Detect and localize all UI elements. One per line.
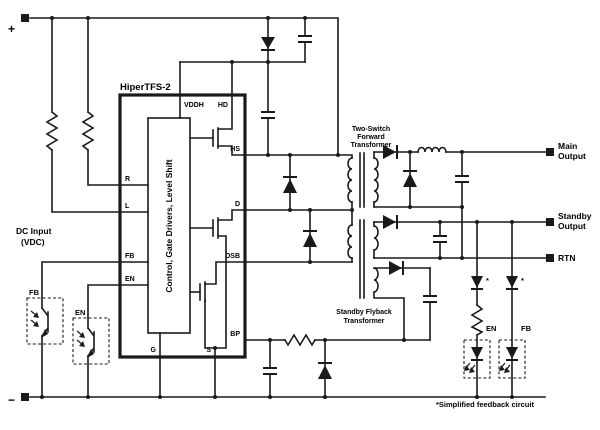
- forward-transformer-label-2: Forward: [357, 134, 385, 141]
- fb-feedback-branch: FB *: [498, 221, 532, 398]
- bp-capacitor: [263, 367, 277, 375]
- fb-zener-diode: [506, 276, 518, 288]
- pin-l: L: [125, 203, 130, 210]
- forward-transformer: Two-Switch Forward Transformer: [347, 126, 392, 226]
- core-lines: [359, 152, 365, 208]
- input-sense-resistors: [45, 17, 149, 213]
- standby-output-capacitor: [433, 235, 447, 243]
- pin-bp: BP: [230, 331, 240, 338]
- fb-branch-label: FB: [521, 324, 532, 333]
- fb-optocoupler-receiver: FB: [26, 261, 149, 398]
- light-arrow: [79, 341, 85, 347]
- pin-fb: FB: [125, 253, 134, 260]
- forward-transformer-label-3: Transformer: [351, 142, 392, 149]
- vddh-supply-network: [179, 17, 312, 156]
- core-lines: [359, 219, 365, 299]
- en-opto-label: EN: [75, 308, 85, 317]
- fb-led: [506, 347, 518, 359]
- clamp-diodes: [244, 154, 353, 263]
- standby-mosfet: [189, 261, 353, 349]
- bp-pin-network: [244, 333, 431, 398]
- pin-g: G: [151, 347, 157, 354]
- aux-rectifier-diode: [389, 261, 402, 275]
- minus-label: −: [8, 393, 15, 407]
- aux-bias-supply: [373, 261, 437, 341]
- en-branch-label: EN: [486, 324, 496, 333]
- junction-dots: [40, 16, 514, 399]
- en-zener-diode: [471, 276, 483, 288]
- light-arrow: [33, 321, 39, 327]
- freewheel-diode: [403, 173, 417, 187]
- bootstrap-capacitor: [261, 111, 275, 119]
- standby-output-label-1: Standby: [558, 211, 592, 221]
- fb-asterisk: *: [521, 276, 524, 285]
- light-arrow: [504, 367, 510, 373]
- pin-vddh: VDDH: [184, 102, 204, 109]
- pin-hd: HD: [218, 102, 228, 109]
- standby-output-stage: Standby Output RTN: [373, 211, 592, 263]
- en-asterisk: *: [486, 276, 489, 285]
- dc-input-label-1: DC Input: [16, 226, 52, 236]
- main-rectifier-diode: [383, 145, 396, 159]
- minus-terminal: [21, 393, 29, 401]
- standby-output-label-2: Output: [558, 221, 586, 231]
- footnote: *Simplified feedback circuit: [436, 400, 534, 409]
- dc-input-rails: + − DC Input (VDC): [8, 14, 546, 407]
- vddh-capacitor: [298, 35, 312, 43]
- en-led: [471, 347, 483, 359]
- hipertfs2-chip: HiperTFS-2 Control, Gate Drivers, Level …: [118, 82, 353, 398]
- light-arrow: [33, 312, 39, 318]
- control-block: [147, 117, 191, 334]
- fb-led-box: [498, 339, 526, 379]
- main-output-stage: Main Output: [373, 141, 586, 259]
- dc-input-label-2: (VDC): [21, 237, 45, 247]
- light-arrow: [79, 332, 85, 338]
- fb-opto-label: FB: [29, 288, 40, 297]
- en-resistor: [470, 303, 484, 337]
- pin-en: EN: [125, 276, 135, 283]
- bp-diode: [318, 365, 332, 379]
- light-arrow: [464, 365, 470, 371]
- light-arrow: [469, 367, 475, 373]
- forward-transformer-label-1: Two-Switch: [352, 126, 390, 133]
- flyback-transformer-label-2: Transformer: [344, 318, 385, 325]
- input-diode: [261, 37, 275, 49]
- pin-s: S: [206, 347, 211, 354]
- rtn-terminal: [546, 254, 554, 262]
- plus-label: +: [8, 22, 15, 36]
- standby-rectifier-diode: [383, 215, 396, 229]
- fb-opto-box: [26, 297, 64, 345]
- resistor: [81, 110, 95, 152]
- flyback-transformer: Standby Flyback Transformer: [336, 219, 405, 341]
- rtn-label: RTN: [558, 253, 575, 263]
- en-opto-box: [72, 317, 110, 365]
- plus-terminal: [21, 14, 29, 22]
- en-led-box: [463, 339, 491, 379]
- chip-outline: [118, 93, 247, 359]
- en-optocoupler-receiver: EN: [72, 284, 149, 398]
- en-feedback-branch: EN *: [463, 221, 496, 398]
- resistor: [45, 110, 59, 152]
- main-output-terminal: [546, 148, 554, 156]
- main-output-label-1: Main: [558, 141, 577, 151]
- main-output-label-2: Output: [558, 151, 586, 161]
- pin-dsb: DSB: [225, 253, 240, 260]
- chip-title: HiperTFS-2: [120, 82, 171, 93]
- light-arrow: [499, 365, 505, 371]
- pin-d: D: [235, 201, 240, 208]
- flyback-transformer-label-1: Standby Flyback: [336, 309, 392, 316]
- bp-resistor: [283, 333, 317, 347]
- highside-mosfet: [189, 127, 246, 156]
- standby-output-terminal: [546, 218, 554, 226]
- main-output-capacitor: [455, 175, 469, 183]
- pin-hs: HS: [230, 146, 240, 153]
- control-block-label: Control, Gate Drivers, Level Shift: [164, 159, 174, 292]
- output-inductor: [417, 146, 447, 153]
- aux-capacitor: [423, 295, 437, 303]
- clamp-diode-1: [283, 179, 297, 193]
- clamp-diode-2: [303, 233, 317, 247]
- pin-r: R: [125, 176, 130, 183]
